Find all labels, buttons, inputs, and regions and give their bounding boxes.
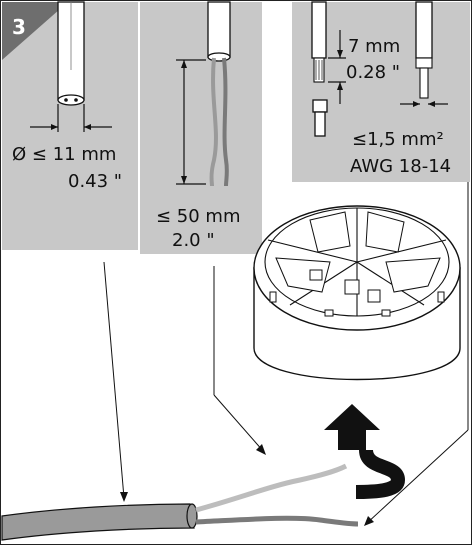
panel-cable-diameter: 3 Ø ≤ 11 mm 0.43 " xyxy=(2,1,138,250)
stripped-wires-icon xyxy=(207,1,231,187)
diameter-dimension xyxy=(30,104,112,132)
connector-housing-icon xyxy=(253,205,461,381)
stripped-conductor-icon xyxy=(311,1,327,83)
conductor-cross-section-icon xyxy=(400,1,448,107)
ferrule-icon xyxy=(312,99,328,137)
leader-lines xyxy=(103,182,469,526)
strip-length-label: 7 mm xyxy=(348,36,400,57)
panel-conductor: 7 mm 0.28 " ≤1,5 mm² AWG 18-14 xyxy=(292,1,470,182)
strip-dimension xyxy=(328,30,346,104)
cable-end-icon xyxy=(57,1,85,106)
panel-strip-length: ≤ 50 mm 2.0 " xyxy=(140,1,262,254)
length-label: ≤ 50 mm xyxy=(156,206,241,227)
diameter-inch-label: 0.43 " xyxy=(68,171,122,192)
awg-label: AWG 18-14 xyxy=(350,156,451,177)
insert-arrow-icon xyxy=(324,404,406,499)
panel-2-background xyxy=(140,2,262,254)
diameter-label: Ø ≤ 11 mm xyxy=(12,144,116,165)
step-number: 3 xyxy=(12,15,26,39)
step-badge xyxy=(2,2,68,60)
strip-inch-label: 0.28 " xyxy=(346,62,400,83)
prepared-cable-icon xyxy=(1,463,359,541)
cross-section-label: ≤1,5 mm² xyxy=(352,129,444,150)
length-inch-label: 2.0 " xyxy=(172,230,215,251)
length-dimension xyxy=(176,59,206,185)
